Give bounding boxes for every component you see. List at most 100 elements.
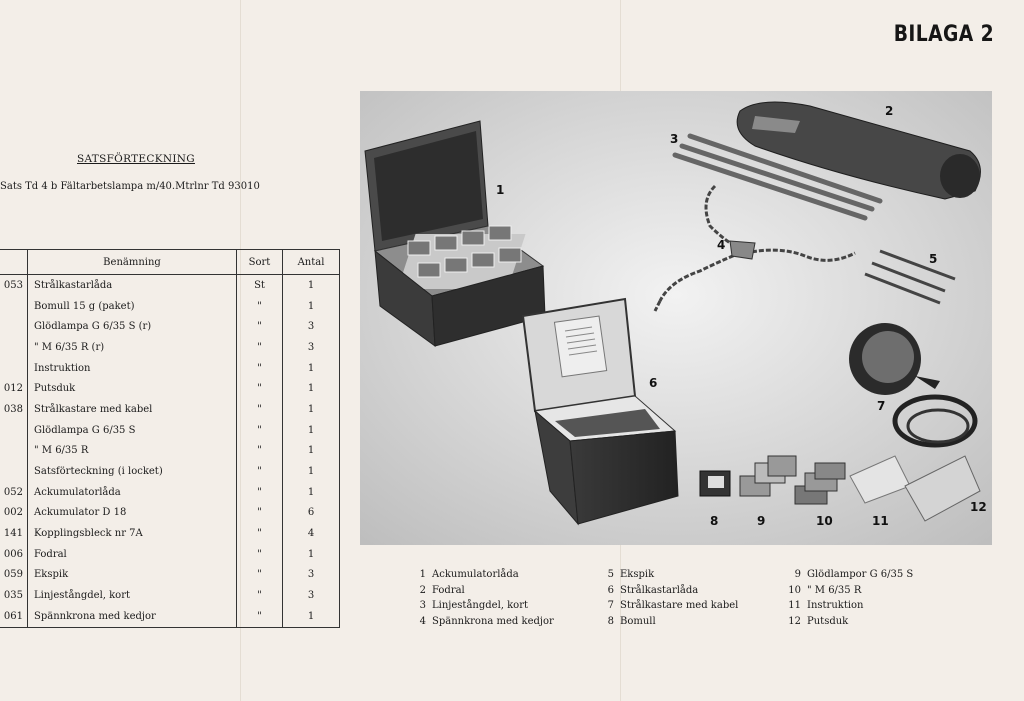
caption-column-1: 1 Ackumulatorlåda 2 Fodral 3 Linjestångdel, k…	[412, 567, 554, 629]
photo-label: 8	[710, 514, 718, 528]
caption-text: Fodral	[432, 584, 465, 596]
caption-item: 1 Ackumulatorlåda	[412, 567, 554, 583]
item-unit: "	[236, 481, 283, 503]
caption-text: Linjestångdel, kort	[432, 600, 529, 611]
item-unit: "	[236, 502, 283, 524]
item-name: Instruktion	[27, 357, 237, 379]
caption-item: 2 Fodral	[412, 583, 554, 599]
caption-item: 3 Linjestångdel, kort	[412, 598, 554, 614]
photo-label: 11	[872, 514, 889, 528]
item-unit: "	[236, 357, 283, 379]
item-name: Strålkastare med kabel	[27, 399, 237, 420]
photo-label: 2	[885, 104, 893, 118]
item-code: 012	[0, 378, 28, 400]
item-name: Fodral	[27, 543, 237, 565]
item-name: " M 6/35 R (r)	[27, 337, 237, 358]
caption-number: 1	[419, 569, 426, 580]
item-code: 059	[0, 564, 28, 586]
item-unit: "	[236, 295, 283, 317]
item-unit: "	[236, 399, 283, 420]
ground-spikes	[864, 249, 956, 305]
photo-label: 5	[929, 252, 937, 266]
column-header-name: Benämning	[27, 249, 237, 275]
caption-item: 10 " M 6/35 R	[787, 583, 913, 599]
caption-number: 10	[788, 584, 801, 596]
item-quantity: 1	[282, 543, 340, 565]
item-unit: "	[236, 337, 283, 358]
pole-sections	[672, 133, 883, 221]
caption-number: 11	[788, 600, 801, 611]
case-bag	[736, 101, 981, 200]
item-code: 035	[0, 585, 28, 606]
item-quantity: 4	[282, 523, 340, 544]
photo-label: 1	[496, 183, 504, 197]
item-name: Putsduk	[27, 378, 237, 400]
lamp-box	[521, 297, 679, 526]
list-heading: SATSFÖRTECKNING	[77, 153, 195, 165]
item-unit: "	[236, 564, 283, 586]
caption-text: " M 6/35 R	[807, 584, 862, 596]
item-quantity: 1	[282, 295, 340, 317]
item-code: 053	[0, 274, 28, 296]
item-code	[0, 357, 28, 379]
item-unit: "	[236, 419, 283, 441]
table-row: Glödlampa G 6/35 S (r)"3	[0, 316, 340, 338]
item-name: Kopplingsbleck nr 7A	[27, 523, 237, 544]
accumulator-box	[364, 120, 546, 348]
caption-number: 7	[607, 600, 614, 611]
item-unit: "	[236, 606, 283, 628]
photo-label: 7	[877, 399, 885, 413]
lamp-with-cable	[849, 323, 978, 448]
item-unit: "	[236, 543, 283, 565]
item-code	[0, 461, 28, 482]
item-name: Spännkrona med kedjor	[27, 606, 237, 628]
page-label: BILAGA 2	[893, 22, 994, 47]
caption-text: Ackumulatorlåda	[432, 569, 519, 580]
caption-number: 2	[419, 584, 426, 596]
item-quantity: 1	[282, 357, 340, 379]
caption-number: 6	[607, 584, 614, 596]
item-quantity: 1	[282, 606, 340, 628]
column-header-antal: Antal	[282, 249, 340, 275]
item-quantity: 1	[282, 419, 340, 441]
item-name: " M 6/35 R	[27, 440, 237, 462]
caption-number: 3	[419, 600, 426, 611]
item-name: Ackumulatorlåda	[27, 481, 237, 503]
item-unit: "	[236, 316, 283, 338]
item-name: Glödlampa G 6/35 S	[27, 419, 237, 441]
kit-subtitle: Sats Td 4 b Fältarbetslampa m/40.Mtrlnr …	[0, 181, 260, 192]
caption-text: Strålkastare med kabel	[620, 600, 739, 611]
table-row: Bomull 15 g (paket)"1	[0, 295, 340, 317]
table-row: Satsförteckning (i locket)"1	[0, 461, 340, 482]
item-name: Satsförteckning (i locket)	[27, 461, 237, 482]
table-header-row: Benämning Sort Antal	[0, 249, 340, 275]
caption-number: 8	[607, 615, 614, 627]
table-row: " M 6/35 R (r)"3	[0, 337, 340, 358]
item-code: 052	[0, 481, 28, 503]
caption-text: Strålkastarlåda	[620, 584, 699, 596]
item-quantity: 1	[282, 274, 340, 296]
tension-crown	[729, 240, 756, 260]
table-row: " M 6/35 R"1	[0, 440, 340, 462]
item-unit: "	[236, 523, 283, 544]
item-name: Ackumulator D 18	[27, 502, 237, 524]
item-quantity: 1	[282, 378, 340, 400]
item-code	[0, 419, 28, 441]
item-unit: "	[236, 461, 283, 482]
item-quantity: 1	[282, 440, 340, 462]
item-quantity: 3	[282, 316, 340, 338]
